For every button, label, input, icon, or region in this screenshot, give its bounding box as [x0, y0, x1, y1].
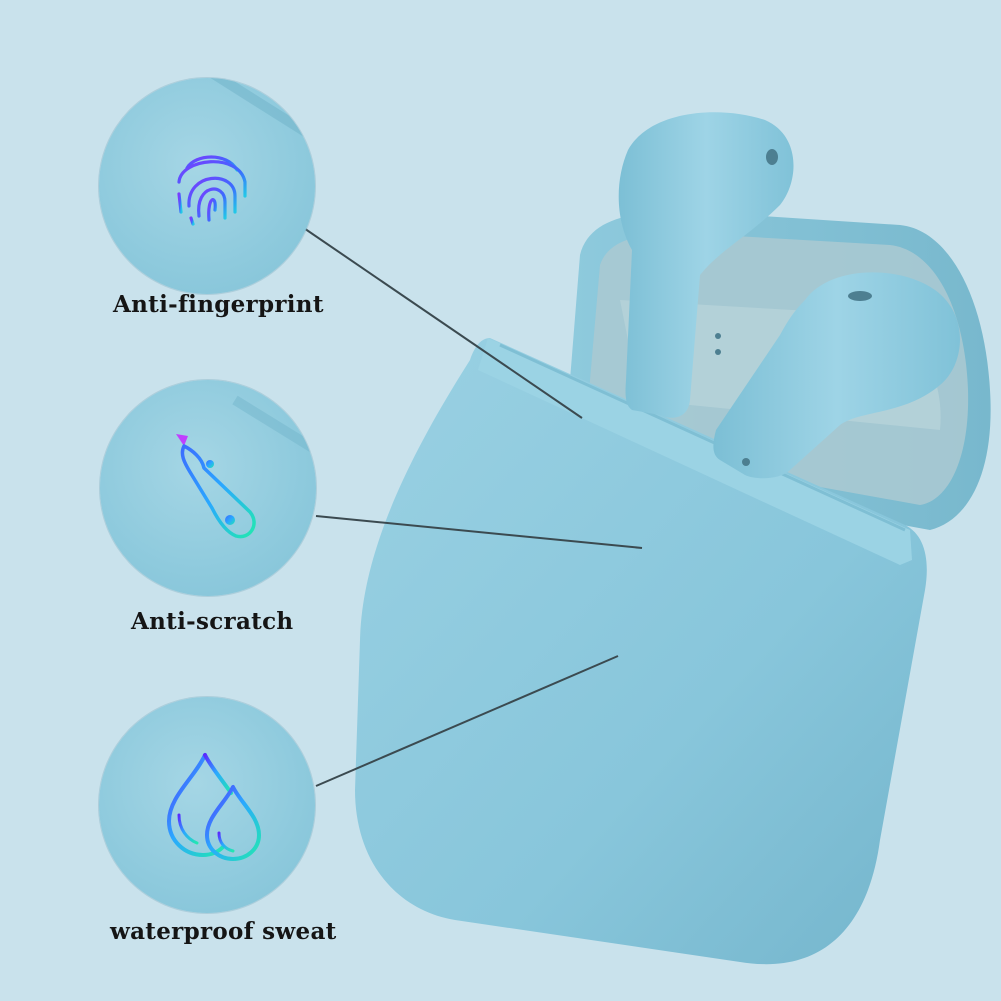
- connector-line-fingerprint: [294, 221, 583, 419]
- feature-label: Anti-fingerprint: [113, 291, 324, 318]
- feature-circle: [99, 78, 315, 294]
- connector-line-waterproof: [315, 655, 619, 787]
- feature-label: Anti-scratch: [131, 608, 294, 635]
- water-drops-icon: [166, 753, 261, 861]
- fingerprint-icon: [177, 78, 315, 226]
- utility-knife-icon: [176, 395, 316, 539]
- right-earbud: [713, 272, 960, 479]
- feature-circle: [99, 697, 315, 913]
- feature-circle: [100, 380, 316, 596]
- left-earbud: [618, 112, 794, 418]
- connector-line-scratch: [315, 515, 643, 549]
- feature-label: waterproof sweat: [110, 918, 337, 945]
